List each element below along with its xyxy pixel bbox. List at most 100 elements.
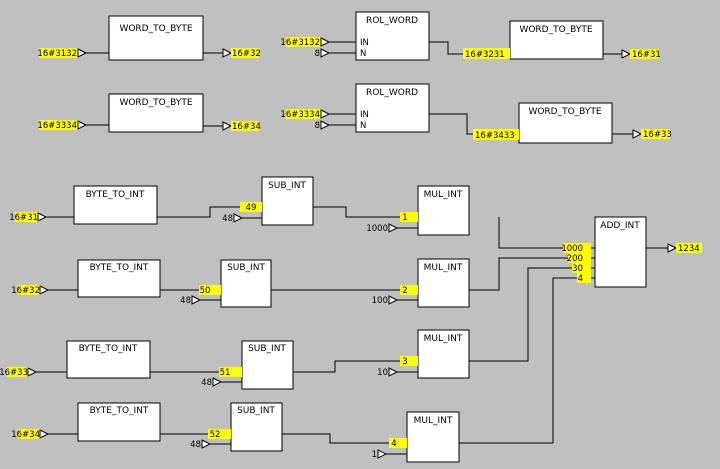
input-value[interactable]: 8 bbox=[315, 49, 320, 59]
block-title: WORD_TO_BYTE bbox=[119, 98, 192, 108]
input-value[interactable]: 16#34 bbox=[11, 430, 40, 440]
output-arrow-icon bbox=[621, 49, 632, 59]
block-title: MUL_INT bbox=[424, 334, 463, 344]
wire-value: 50 bbox=[200, 286, 211, 296]
mul-int-block[interactable]: MUL_INT bbox=[417, 185, 470, 236]
sub-int-block[interactable]: SUB_INT bbox=[220, 259, 272, 308]
input-value[interactable]: 16#33 bbox=[0, 368, 28, 378]
block-title: BYTE_TO_INT bbox=[79, 344, 138, 354]
byte-to-int-block[interactable]: BYTE_TO_INT bbox=[77, 259, 161, 298]
block-title: WORD_TO_BYTE bbox=[528, 107, 601, 117]
input-value[interactable]: 1 bbox=[372, 450, 377, 460]
wire bbox=[293, 360, 418, 373]
input-arrow-icon bbox=[320, 37, 331, 47]
input-value[interactable]: 1000 bbox=[366, 224, 388, 234]
block-title: MUL_INT bbox=[424, 263, 463, 273]
input-value[interactable]: 48 bbox=[201, 378, 212, 388]
input-arrow-icon bbox=[191, 295, 202, 305]
wire bbox=[469, 257, 595, 291]
input-value[interactable]: 16#31 bbox=[9, 213, 38, 223]
output-arrow-icon bbox=[632, 129, 643, 139]
pin-label-in: IN bbox=[360, 110, 369, 120]
wire-value: 3 bbox=[402, 357, 407, 367]
input-connectors: 16#3132 16#3132 8 16#3334 16#3334 8 16#3… bbox=[0, 37, 399, 460]
rol-word-block[interactable]: ROL_WORD IN N bbox=[355, 11, 430, 61]
input-arrow-icon bbox=[320, 120, 331, 130]
block-title: ROL_WORD bbox=[366, 16, 418, 26]
output-value[interactable]: 16#32 bbox=[232, 49, 261, 59]
input-arrow-icon bbox=[77, 120, 88, 130]
output-value[interactable]: 1234 bbox=[678, 244, 700, 254]
block-title: WORD_TO_BYTE bbox=[119, 24, 192, 34]
input-value[interactable]: 16#3132 bbox=[37, 49, 77, 59]
input-arrow-icon bbox=[212, 377, 223, 387]
word-to-byte-block[interactable]: WORD_TO_BYTE bbox=[108, 93, 204, 133]
word-to-byte-block[interactable]: WORD_TO_BYTE bbox=[518, 102, 613, 144]
input-value[interactable]: 8 bbox=[315, 121, 320, 131]
input-value[interactable]: 16#3334 bbox=[37, 121, 77, 131]
mul-int-block[interactable]: MUL_INT bbox=[417, 258, 470, 308]
input-arrow-icon bbox=[388, 367, 399, 377]
input-arrow-icon bbox=[320, 48, 331, 58]
input-arrow-icon bbox=[388, 223, 399, 233]
word-to-byte-block[interactable]: WORD_TO_BYTE bbox=[108, 15, 204, 61]
input-arrow-icon bbox=[37, 212, 48, 222]
rol-word-block[interactable]: ROL_WORD IN N bbox=[355, 83, 430, 133]
output-value[interactable]: 16#33 bbox=[643, 130, 672, 140]
block-title: MUL_INT bbox=[424, 190, 463, 200]
block-title: ROL_WORD bbox=[366, 88, 418, 98]
input-value[interactable]: 16#32 bbox=[11, 286, 40, 296]
block-title: SUB_INT bbox=[248, 344, 286, 354]
input-value[interactable]: 48 bbox=[222, 214, 233, 224]
blocks: WORD_TO_BYTE ROL_WORD IN N WORD_TO_BYTE … bbox=[66, 11, 647, 463]
output-arrow-icon bbox=[222, 48, 233, 58]
sub-int-block[interactable]: SUB_INT bbox=[261, 176, 314, 226]
input-arrow-icon bbox=[27, 367, 38, 377]
wire bbox=[313, 206, 418, 218]
byte-to-int-block[interactable]: BYTE_TO_INT bbox=[77, 402, 161, 442]
wire-value: 16#3231 bbox=[465, 50, 505, 60]
block-title: SUB_INT bbox=[268, 181, 306, 191]
wire-value: 30 bbox=[572, 264, 583, 274]
output-value[interactable]: 16#31 bbox=[632, 50, 661, 60]
add-int-block[interactable]: ADD_INT bbox=[594, 216, 647, 288]
wire-value: 49 bbox=[246, 203, 257, 213]
input-arrow-icon bbox=[39, 285, 50, 295]
block-title: BYTE_TO_INT bbox=[90, 406, 149, 416]
wire-value: 200 bbox=[567, 254, 583, 264]
output-arrow-icon bbox=[222, 121, 233, 131]
pin-label-in: IN bbox=[360, 38, 369, 48]
mul-int-block[interactable]: MUL_INT bbox=[417, 329, 470, 379]
input-arrow-icon bbox=[77, 48, 88, 58]
output-value[interactable]: 16#34 bbox=[232, 122, 261, 132]
byte-to-int-block[interactable]: BYTE_TO_INT bbox=[66, 340, 151, 379]
wire-value: 1 bbox=[402, 213, 407, 223]
sub-int-block[interactable]: SUB_INT bbox=[230, 402, 283, 452]
input-value[interactable]: 16#3132 bbox=[280, 38, 320, 48]
input-value[interactable]: 48 bbox=[190, 440, 201, 450]
mul-int-block[interactable]: MUL_INT bbox=[406, 411, 460, 463]
wire-value: 4 bbox=[578, 274, 583, 284]
wire-value: 52 bbox=[210, 430, 221, 440]
input-value[interactable]: 48 bbox=[180, 296, 191, 306]
input-value[interactable]: 16#3334 bbox=[280, 110, 320, 120]
input-arrow-icon bbox=[377, 449, 388, 459]
wires bbox=[36, 41, 668, 455]
byte-to-int-block[interactable]: BYTE_TO_INT bbox=[73, 185, 158, 225]
input-value[interactable]: 100 bbox=[372, 296, 388, 306]
word-to-byte-block[interactable]: WORD_TO_BYTE bbox=[509, 20, 604, 60]
pin-label-n: N bbox=[360, 121, 366, 131]
input-arrow-icon bbox=[388, 295, 399, 305]
wire-value: 2 bbox=[402, 286, 407, 296]
input-arrow-icon bbox=[233, 213, 244, 223]
pin-label-n: N bbox=[360, 49, 366, 59]
input-arrow-icon bbox=[320, 109, 331, 119]
sub-int-block[interactable]: SUB_INT bbox=[241, 340, 294, 390]
output-arrow-icon bbox=[667, 243, 678, 253]
input-value[interactable]: 10 bbox=[377, 368, 388, 378]
wire-value-labels: 16#3231 16#3433 49 1 50 2 51 3 52 4 1000… bbox=[199, 48, 591, 449]
block-title: ADD_INT bbox=[600, 221, 640, 231]
wire bbox=[459, 277, 595, 444]
